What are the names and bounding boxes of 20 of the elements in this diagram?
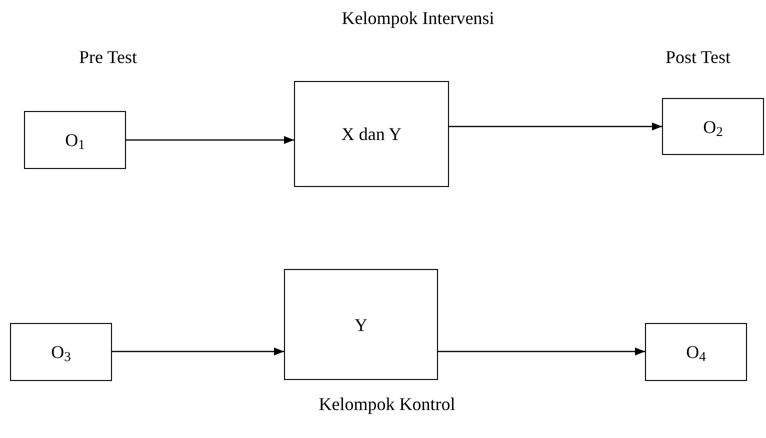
process-box: [662, 98, 764, 155]
box-label: O$_{1}$: [65, 131, 85, 149]
caption-text: Post Test: [666, 48, 730, 66]
box-label: X dan Y: [341, 125, 402, 143]
caption-text: Pre Test: [79, 48, 137, 66]
box-label: O$_{2}$: [703, 118, 723, 136]
process-box: [24, 111, 126, 169]
arrow: [126, 136, 294, 144]
box-label: O$_{4}$: [686, 343, 706, 361]
process-box: [645, 323, 747, 381]
process-box: [284, 269, 438, 380]
caption-text: Kelompok Intervensi: [342, 9, 494, 27]
caption-text: Kelompok Kontrol: [318, 395, 456, 413]
box-label: O$_{3}$: [51, 343, 71, 361]
arrow: [112, 348, 284, 356]
arrow: [438, 348, 645, 356]
process-box: [294, 81, 449, 187]
process-box: [10, 323, 112, 381]
arrow: [449, 122, 662, 130]
box-label: Y: [354, 316, 368, 334]
